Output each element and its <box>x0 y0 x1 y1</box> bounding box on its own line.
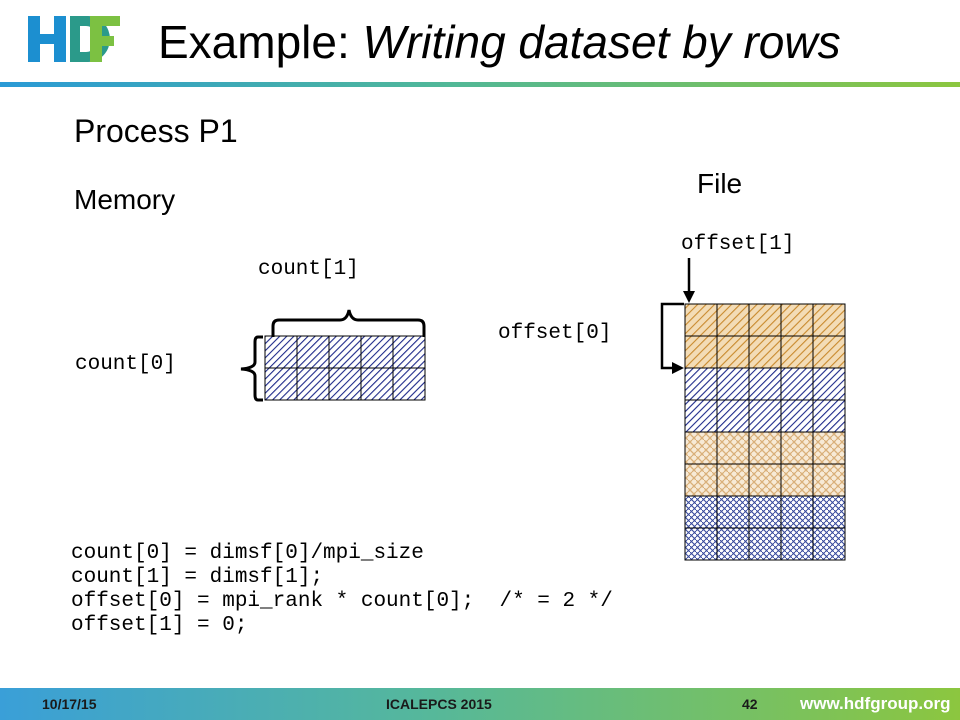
count1-brace <box>271 309 426 337</box>
process-heading: Process P1 <box>74 113 238 149</box>
offset0-arrow <box>660 302 684 374</box>
file-label: File <box>697 168 743 199</box>
slide-title: Example: Writing dataset by rows <box>158 10 841 74</box>
footer-bar: 10/17/15 ICALEPCS 2015 42 www.hdfgroup.o… <box>0 688 960 720</box>
offset1-arrow <box>683 258 695 303</box>
footer-page-number: 42 <box>742 696 758 712</box>
memory-label: Memory <box>74 184 176 215</box>
offset0-label: offset[0] <box>498 322 612 345</box>
count0-label: count[0] <box>75 353 176 376</box>
code-line: count[1] = dimsf[1]; <box>71 566 324 589</box>
count0-brace <box>240 335 263 402</box>
memory-grid <box>264 335 426 401</box>
code-line: offset[0] = mpi_rank * count[0]; /* = 2 … <box>71 590 613 613</box>
hdf-logo <box>28 16 120 62</box>
header-divider <box>0 82 960 87</box>
offset1-label: offset[1] <box>681 233 795 256</box>
title-emphasis: Writing dataset by rows <box>362 16 841 68</box>
footer-date: 10/17/15 <box>42 696 97 712</box>
footer-url: www.hdfgroup.org <box>800 694 951 713</box>
file-grid <box>684 303 846 561</box>
code-line: count[0] = dimsf[0]/mpi_size <box>71 542 424 565</box>
count1-label: count[1] <box>258 258 359 281</box>
title-prefix: Example: <box>158 16 363 68</box>
code-line: offset[1] = 0; <box>71 614 248 637</box>
footer-conference: ICALEPCS 2015 <box>386 696 492 712</box>
